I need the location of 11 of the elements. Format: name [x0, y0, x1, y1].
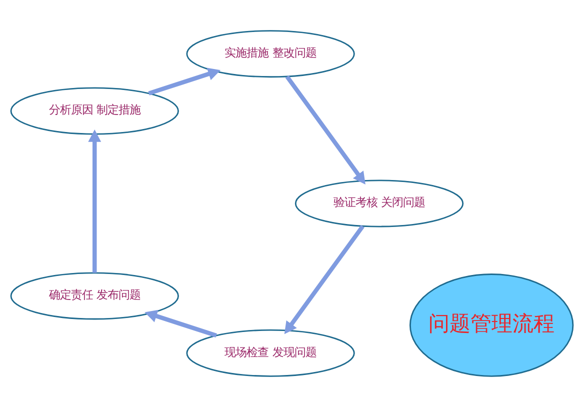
arrow: [285, 74, 366, 184]
arrow: [144, 309, 217, 338]
node-ellipse: 现场检查 发现问题: [186, 328, 355, 376]
node-ellipse: 验证考核 关闭问题: [294, 179, 464, 227]
arrow: [148, 67, 221, 95]
arrow: [88, 129, 102, 272]
node-ellipse: 确定责任 发布问题: [10, 272, 179, 320]
node-ellipse: 问题管理流程: [409, 273, 574, 376]
node-ellipse: 实施措施 整改问题: [186, 30, 355, 78]
arrow: [284, 224, 364, 334]
node-ellipse: 分析原因 制定措施: [10, 86, 179, 134]
